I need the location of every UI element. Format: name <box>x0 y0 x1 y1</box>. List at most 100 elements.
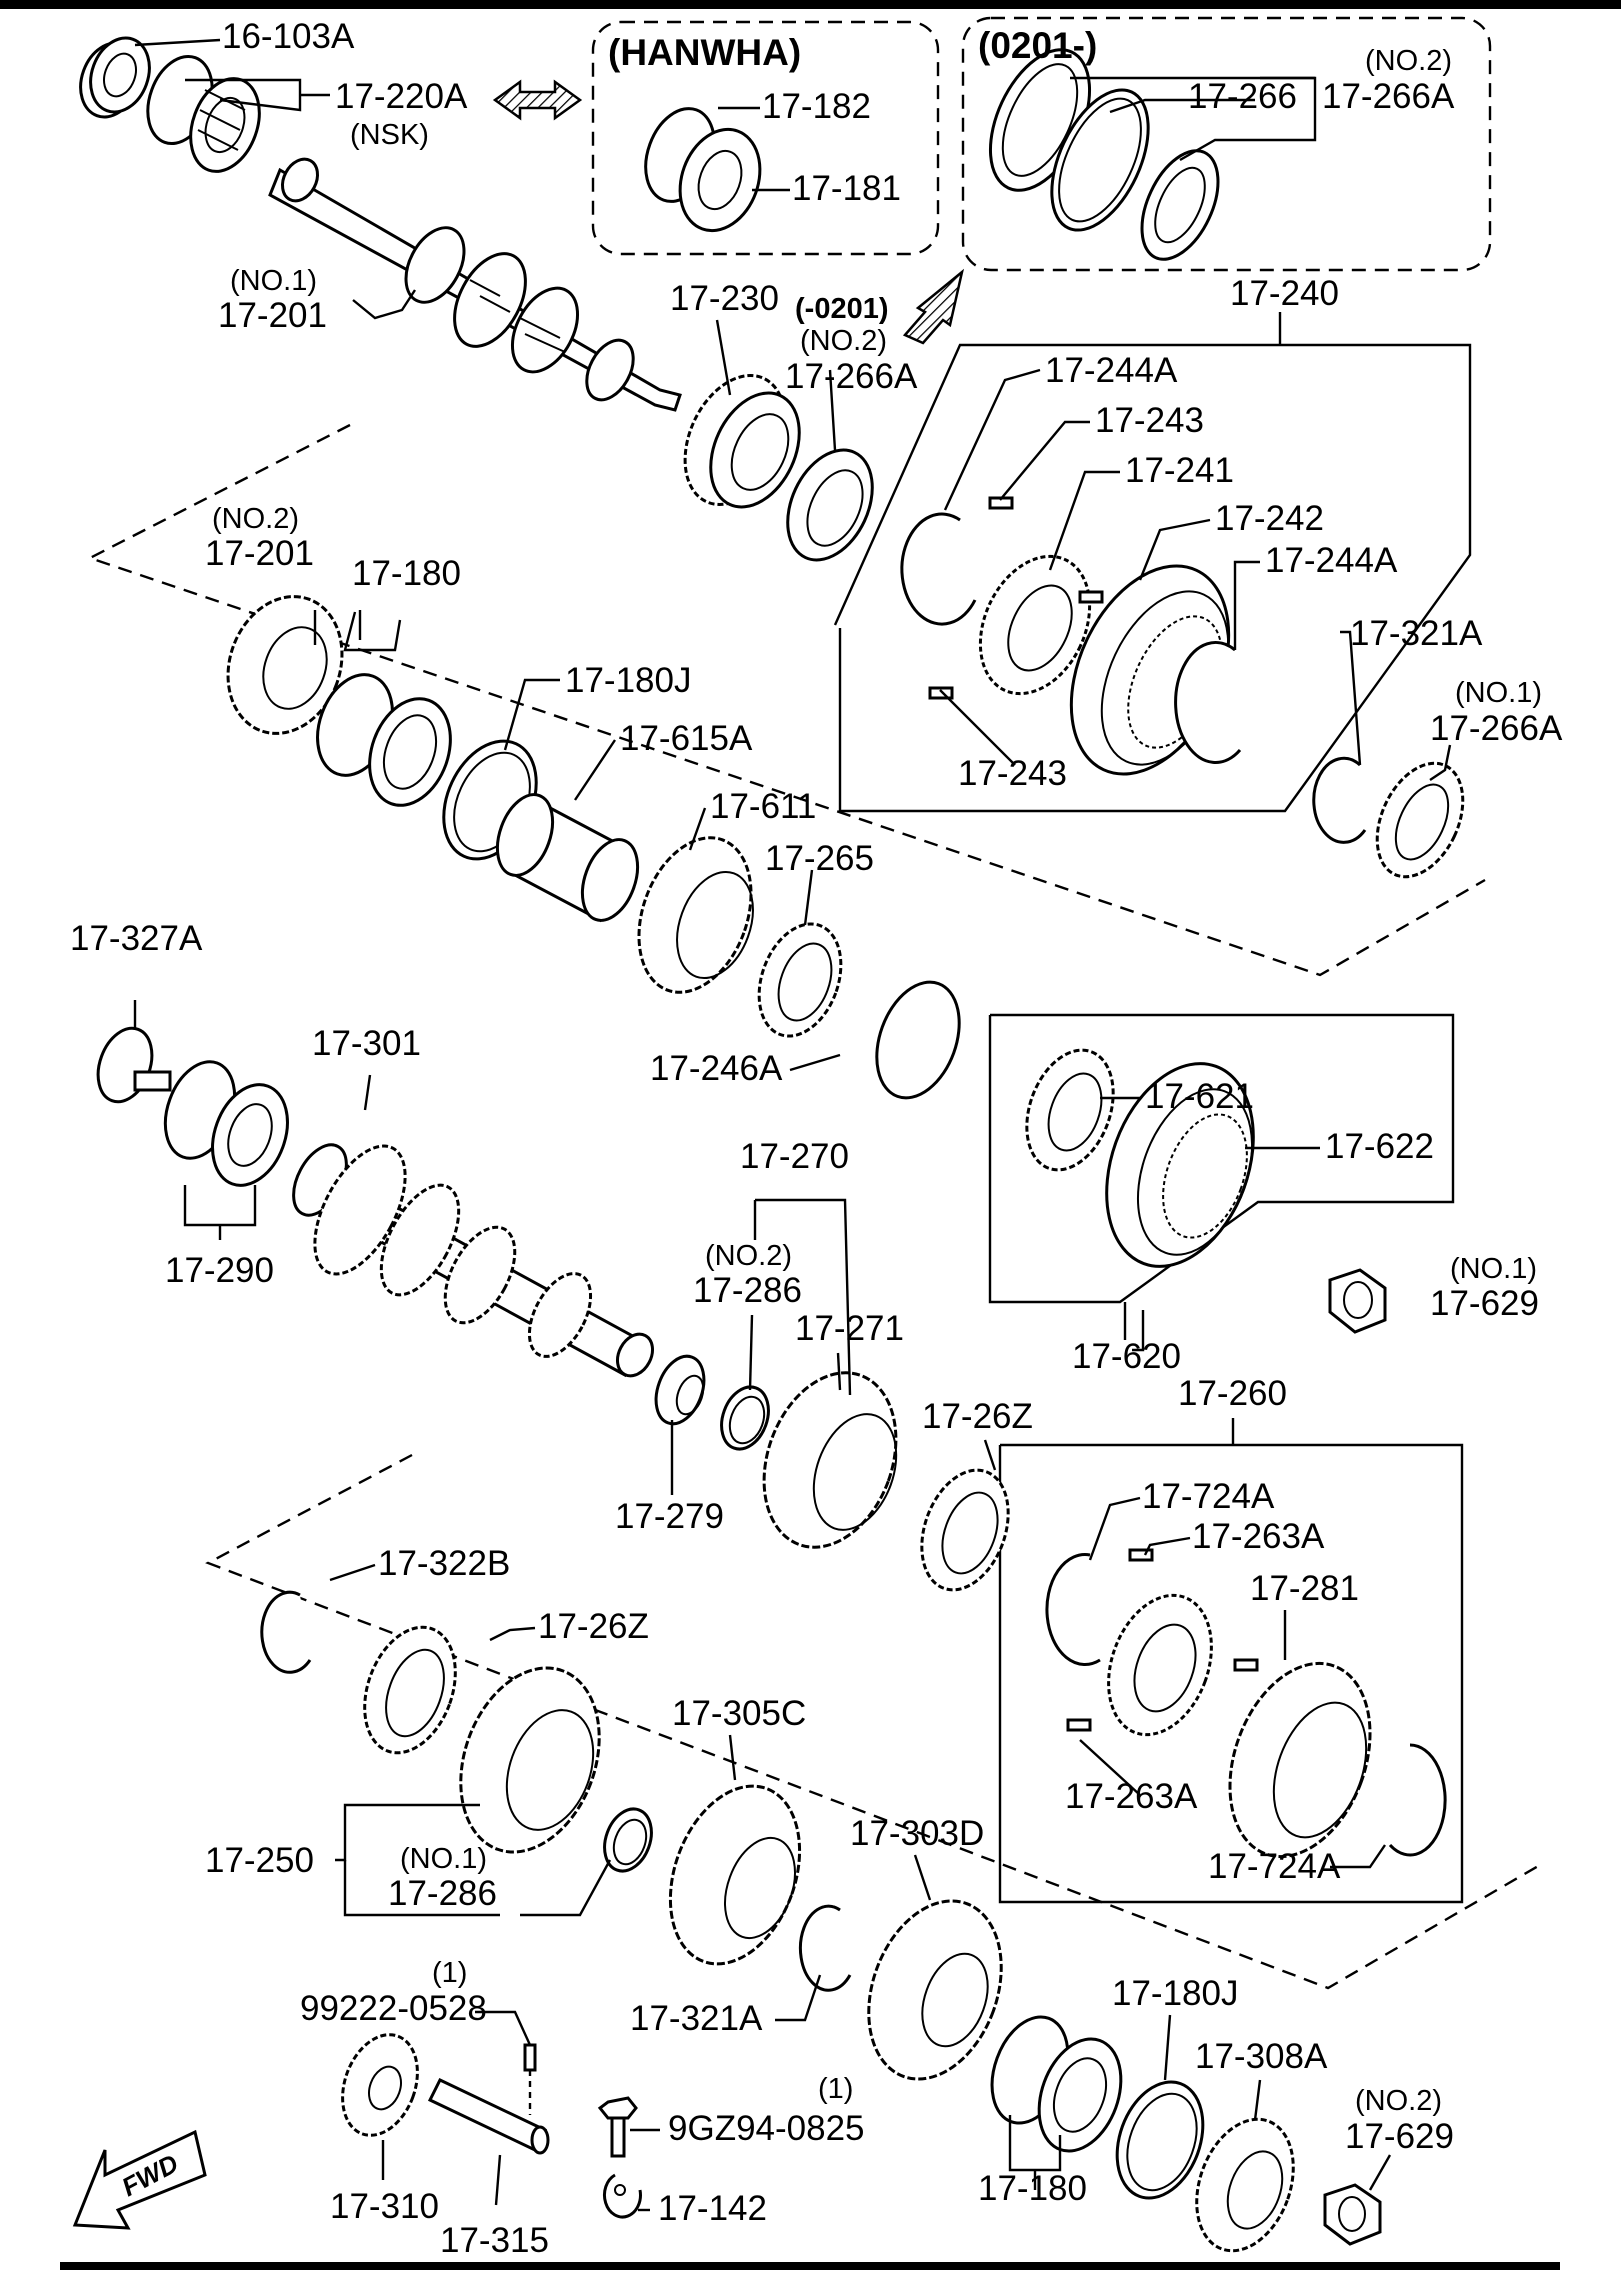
label-nsk: (NSK) <box>350 119 429 151</box>
label-17-301: 17-301 <box>312 1024 421 1063</box>
label-17-279: 17-279 <box>615 1497 724 1536</box>
synchro-ring-17-26Z-left <box>363 1625 457 1755</box>
label-16-103A: 16-103A <box>222 17 355 56</box>
label-17-230: 17-230 <box>670 279 779 318</box>
label-17-180J-bottom: 17-180J <box>1112 1974 1238 2013</box>
label-17-327A: 17-327A <box>70 919 203 958</box>
label-17-240: 17-240 <box>1230 274 1339 313</box>
label-no1-b: (NO.1) <box>1455 677 1542 709</box>
bearing-17-180-bottom <box>990 2015 1123 2153</box>
label-no2-b: (NO.2) <box>800 325 887 357</box>
label-17-303D: 17-303D <box>850 1814 984 1853</box>
group-17-240-outline <box>833 343 1472 813</box>
bracket-17-142 <box>603 2173 642 2219</box>
bearing-17-279 <box>654 1354 706 1426</box>
label-17-321A-bottom: 17-321A <box>630 1999 763 2038</box>
bearing-17-182-17-181 <box>644 107 762 233</box>
label-17-281: 17-281 <box>1250 1569 1359 1608</box>
gear-17-310 <box>341 2033 419 2137</box>
label-17-180-bottom: 17-180 <box>978 2169 1087 2208</box>
label-17-260: 17-260 <box>1178 1374 1287 1413</box>
label-17-180-top: 17-180 <box>352 554 461 593</box>
label-17-263A-bottom: 17-263A <box>1065 1777 1198 1816</box>
label-17-629-top: 17-629 <box>1430 1284 1539 1323</box>
double-arrow-icon <box>492 79 583 121</box>
label-17-286-top: 17-286 <box>693 1271 802 1310</box>
bottom-border <box>60 2262 1560 2270</box>
label-17-250: 17-250 <box>205 1841 314 1880</box>
top-border <box>0 0 1621 9</box>
label-17-266: 17-266 <box>1188 77 1297 116</box>
label-17-266A-top: 17-266A <box>1322 77 1455 116</box>
callout-labels: (HANWHA) (0201-) (-0201) 16-103A 17-220A… <box>70 17 1563 2260</box>
countershaft-17-301 <box>292 1143 655 1378</box>
label-17-622: 17-622 <box>1325 1127 1434 1166</box>
label-17-241: 17-241 <box>1125 451 1234 490</box>
bearing-race-17-327A <box>96 1026 172 1104</box>
label-17-243-bottom: 17-243 <box>958 754 1067 793</box>
gear-17-230 <box>683 374 801 509</box>
hanwha-group-box <box>591 20 940 256</box>
label-17-182: 17-182 <box>762 87 871 126</box>
snap-ring-17-322B <box>260 1590 312 1674</box>
label-17-724A-top: 17-724A <box>1142 1477 1275 1516</box>
snap-ring-17-286-no1 <box>603 1807 653 1873</box>
hub-17-621 <box>1025 1048 1115 1172</box>
label-17-321A-top: 17-321A <box>1350 614 1483 653</box>
label-17-244A-right: 17-244A <box>1265 541 1398 580</box>
gear-17-308A <box>1195 2117 1295 2253</box>
synchro-ring-17-265 <box>757 922 843 1038</box>
bearing-17-220A <box>146 54 261 173</box>
synchro-ring-17-266A-no2 <box>786 448 874 562</box>
label-17-629-bottom: 17-629 <box>1345 2117 1454 2156</box>
label-no2-e: (NO.2) <box>1355 2085 1442 2117</box>
pin-99222-0528 <box>523 2043 537 2072</box>
label-17-26Z-left: 17-26Z <box>538 1607 649 1646</box>
label-17-201-mid: 17-201 <box>205 534 314 573</box>
label-99222-0528: 99222-0528 <box>300 1989 487 2028</box>
label-17-615A: 17-615A <box>620 719 753 758</box>
gear-17-305C <box>668 1784 802 1966</box>
synchro-ring-17-26Z-right <box>920 1468 1010 1592</box>
label-17-265: 17-265 <box>765 839 874 878</box>
label-no1-d: (NO.1) <box>400 1843 487 1875</box>
fwd-arrow-icon: FWD <box>72 2129 207 2230</box>
key-ring-17-246A <box>875 980 961 1100</box>
gear-17-281 <box>1228 1661 1372 1859</box>
label-17-26Z-right: 17-26Z <box>922 1397 1033 1436</box>
gear-17-201-no2 <box>226 595 344 735</box>
clutch-hub-17-260 <box>1045 1548 1259 1737</box>
label-17-263A-top: 17-263A <box>1192 1517 1325 1556</box>
label-17-305C: 17-305C <box>672 1694 806 1733</box>
thrust-washer-17-180J-bottom <box>1115 2080 1205 2200</box>
group-17-620-outline <box>988 1013 1455 1304</box>
gear-17-250 <box>459 1666 601 1854</box>
subassembly-dashed-line-1 <box>86 423 1486 977</box>
label-17-201-top: 17-201 <box>218 296 327 335</box>
group-label-hanwha: (HANWHA) <box>608 32 801 73</box>
hatched-arrow-icon <box>902 268 965 345</box>
label-17-266A-mid: 17-266A <box>785 357 918 396</box>
label-no2-d: (NO.2) <box>705 1240 792 1272</box>
label-17-621: 17-621 <box>1145 1077 1254 1116</box>
group-label-till-0201: (-0201) <box>795 293 889 325</box>
bearing-16-103A <box>79 36 151 119</box>
leader-lines <box>133 38 1452 2212</box>
label-no2-c: (NO.2) <box>212 503 299 535</box>
label-no1-c: (NO.1) <box>1450 1253 1537 1285</box>
label-17-310: 17-310 <box>330 2187 439 2226</box>
label-17-242: 17-242 <box>1215 499 1324 538</box>
label-17-246A: 17-246A <box>650 1049 783 1088</box>
clutch-hub-17-241 <box>900 496 1104 700</box>
label-17-142: 17-142 <box>658 2189 767 2228</box>
label-17-270: 17-270 <box>740 1137 849 1176</box>
label-17-290: 17-290 <box>165 1251 274 1290</box>
synchro-rings-0201 <box>988 48 1220 261</box>
bushing-17-615A <box>495 793 640 923</box>
label-17-220A: 17-220A <box>335 77 468 116</box>
label-17-266A-right: 17-266A <box>1430 709 1563 748</box>
locknut-17-629-bottom <box>1323 2183 1382 2246</box>
label-17-271: 17-271 <box>795 1309 904 1348</box>
locknut-17-629-top <box>1328 1268 1387 1334</box>
